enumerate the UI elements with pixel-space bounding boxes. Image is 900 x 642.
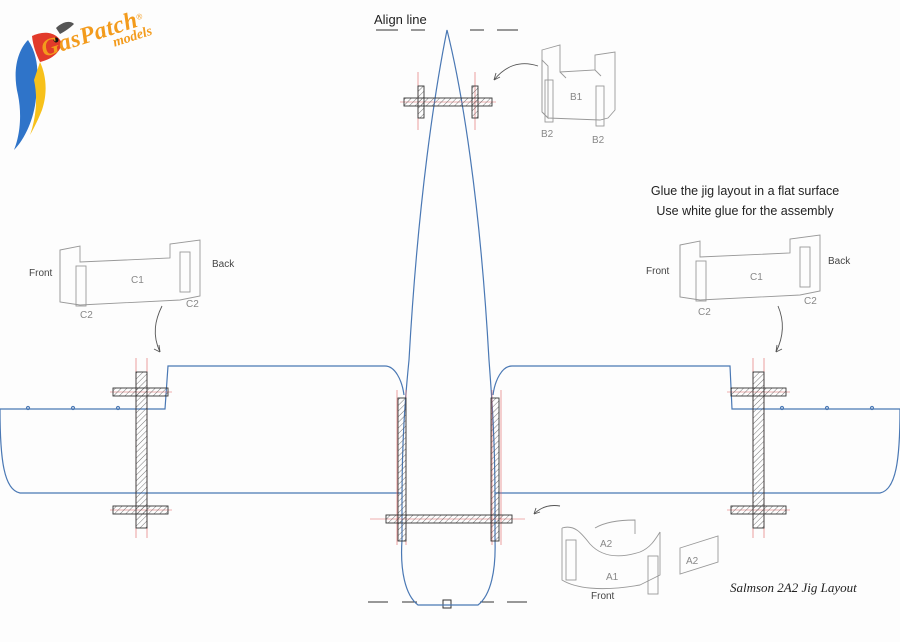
- layout-title: Salmson 2A2 Jig Layout: [730, 580, 857, 595]
- part-a-front-label: Front: [591, 591, 615, 602]
- part-c-right-right-label: C2: [804, 296, 817, 307]
- part-a-main-label: A1: [606, 572, 619, 583]
- part-c-left-left-label: C2: [80, 310, 93, 321]
- part-a-right-label: A2: [686, 556, 699, 567]
- part-b-main-label: B1: [570, 92, 583, 103]
- part-a-left-label: A2: [600, 539, 613, 550]
- part-a-illustration: [561, 519, 719, 595]
- pointer-arrows: [153, 63, 783, 515]
- part-c-left-front-label: Front: [29, 268, 53, 279]
- part-c-left-illustration: [59, 239, 201, 307]
- part-c-left-right-label: C2: [186, 299, 199, 310]
- instruction-line-1: Glue the jig layout in a flat surface: [650, 184, 840, 198]
- align-line-label: Align line: [374, 12, 427, 27]
- part-b-illustration: [541, 44, 616, 127]
- instruction-line-2: Use white glue for the assembly: [656, 204, 834, 218]
- fuselage-outline: [400, 29, 496, 606]
- part-b-right-label: B2: [592, 135, 605, 146]
- part-c-right-main-label: C1: [750, 272, 763, 283]
- guide-lines: [110, 72, 790, 545]
- jig-pieces: [112, 85, 787, 542]
- part-c-right-left-label: C2: [698, 307, 711, 318]
- part-b-left-label: B2: [541, 129, 554, 140]
- wing-outline: [0, 365, 900, 494]
- parrot-icon: [14, 21, 74, 150]
- part-c-right-front-label: Front: [646, 266, 670, 277]
- instructions: Glue the jig layout in a flat surface Us…: [620, 181, 870, 221]
- part-c-left-back-label: Back: [212, 259, 235, 270]
- part-c-left-main-label: C1: [131, 275, 144, 286]
- part-c-right-back-label: Back: [828, 256, 851, 267]
- align-line-marks: [368, 29, 527, 609]
- part-c-right-illustration: [679, 234, 821, 302]
